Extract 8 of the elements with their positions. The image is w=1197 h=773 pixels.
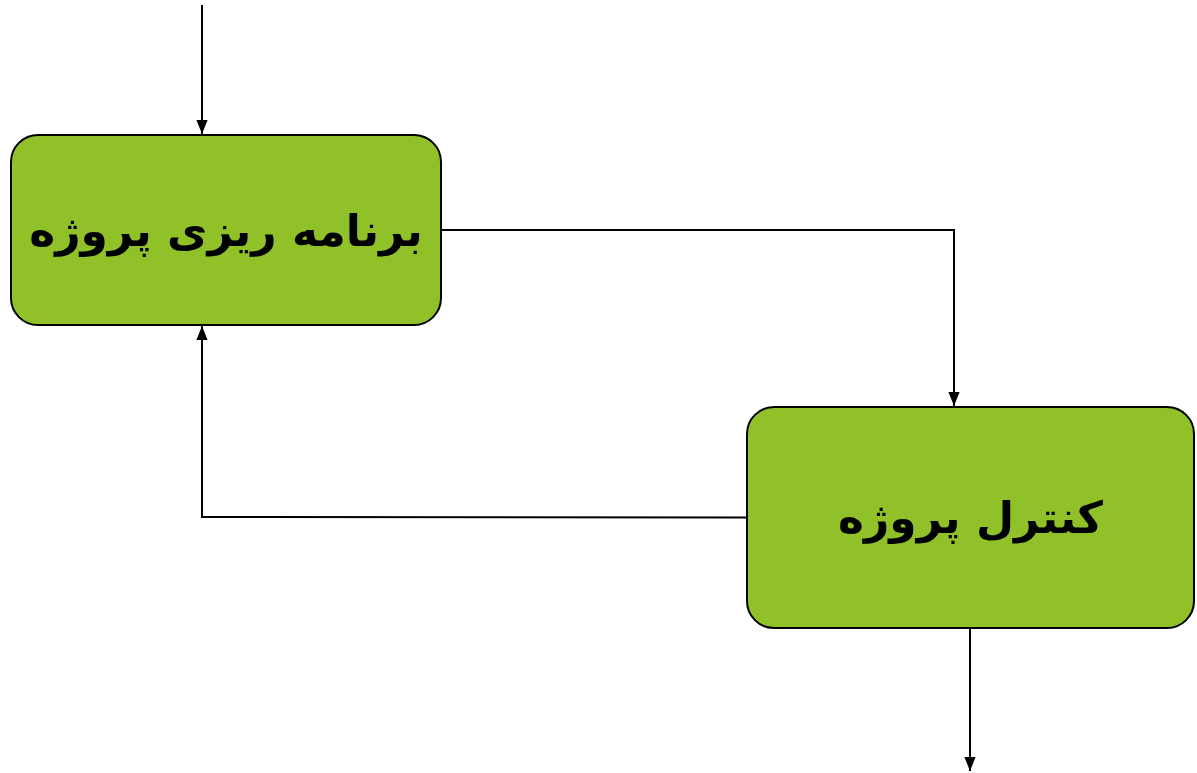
box-label: برنامه ریزی پروژه bbox=[29, 204, 423, 256]
process-box bbox=[746, 406, 1195, 629]
arrow bbox=[964, 628, 976, 772]
process-box bbox=[10, 134, 442, 326]
arrow bbox=[196, 4, 208, 135]
arrow bbox=[196, 325, 747, 519]
arrow bbox=[441, 229, 960, 407]
box-label: کنترل پروژه bbox=[838, 492, 1103, 543]
